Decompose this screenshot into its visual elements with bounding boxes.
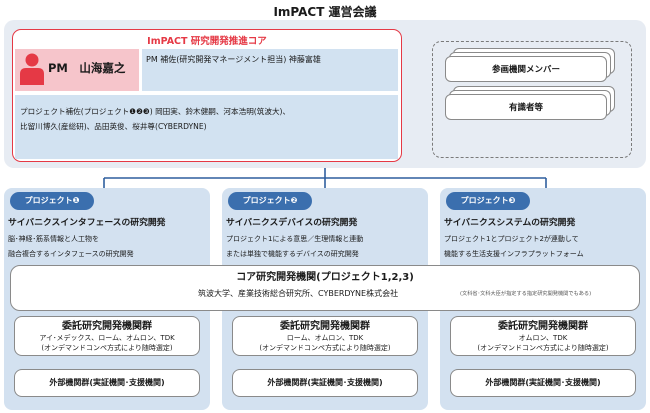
project-assistants-line2: 比留川博久(産総研)、品田英俊、桜井尊(CYBERDYNE) (20, 122, 207, 131)
advisors-group (432, 41, 632, 158)
external-group-1: 外部機関群(実証機関･支援機関) (14, 369, 200, 397)
page-title: ImPACT 運営会議 (273, 5, 377, 19)
commissioned-group-3-title: 委託研究開発機関群 (498, 321, 588, 332)
project-1-tab: プロジェクト❶ (10, 192, 94, 210)
project-3-title: サイバニクスシステムの研究開発 (444, 218, 576, 228)
commissioned-group-3-members: オムロン、TDK (518, 334, 568, 342)
project-assistants-text: プロジェクト補佐(プロジェクト❶❷❸) 岡田実、鈴木健嗣、河本浩明(筑波大)、 … (20, 104, 395, 134)
core-institution-box (10, 265, 640, 311)
pm-assistant-text: PM 補佐(研究開発マネージメント担当) 神藤富雄 (146, 55, 321, 64)
project-1-title: サイバニクスインタフェースの研究開発 (8, 218, 166, 228)
project-assistants-line1: プロジェクト補佐(プロジェクト❶❷❸) 岡田実、鈴木健嗣、河本浩明(筑波大)、 (20, 107, 291, 116)
commissioned-group-3-note: (オンデマンドコンペ方式により随時選定) (477, 344, 609, 352)
experts-box: 有識者等 (445, 94, 607, 120)
commissioned-group-1: 委託研究開発機関群 アイ･メデックス、ローム、オムロン、TDK (オンデマンドコ… (14, 316, 200, 356)
person-icon (20, 53, 44, 85)
pm-name: PM 山海嘉之 (48, 61, 126, 75)
commissioned-group-2-title: 委託研究開発機関群 (280, 321, 370, 332)
rd-promotion-core-title: ImPACT 研究開発推進コア (147, 36, 267, 47)
project-3-tab: プロジェクト❸ (446, 192, 530, 210)
external-group-2: 外部機関群(実証機関･支援機関) (232, 369, 418, 397)
participating-members-box: 参画機関メンバー (445, 56, 607, 82)
core-institution-members: 筑波大学、産業技術総合研究所、CYBERDYNE株式会社 (198, 289, 399, 298)
project-assistants-box (15, 95, 398, 159)
project-2-title: サイバニクスデバイスの研究開発 (226, 218, 358, 228)
commissioned-group-2: 委託研究開発機関群 ローム、オムロン、TDK (オンデマンドコンペ方式により随時… (232, 316, 418, 356)
commissioned-group-2-note: (オンデマンドコンペ方式により随時選定) (259, 344, 391, 352)
project-1-desc-line1: 脳･神経･筋系情報と人工物を (8, 235, 99, 243)
core-institution-note: (文科省･文科大臣が指定する指定研究開発機関でもある) (460, 291, 592, 297)
project-1-desc-line2: 融合複合するインタフェースの研究開発 (8, 250, 134, 258)
pm-assistant-box (142, 49, 398, 91)
project-2-desc-line2: または単独で機能するデバイスの研究開発 (226, 250, 359, 258)
commissioned-group-3: 委託研究開発機関群 オムロン、TDK (オンデマンドコンペ方式により随時選定) (450, 316, 636, 356)
project-3-desc-line2: 機能する生活支援インフラプラットフォーム (444, 250, 584, 258)
external-group-3: 外部機関群(実証機関･支援機関) (450, 369, 636, 397)
commissioned-group-2-members: ローム、オムロン、TDK (286, 334, 364, 342)
project-2-desc-line1: プロジェクト1による意思／生理情報と連動 (226, 235, 364, 243)
commissioned-group-1-title: 委託研究開発機関群 (62, 321, 152, 332)
commissioned-group-1-members: アイ･メデックス、ローム、オムロン、TDK (39, 334, 175, 342)
commissioned-group-1-note: (オンデマンドコンペ方式により随時選定) (41, 344, 173, 352)
project-2-tab: プロジェクト❷ (228, 192, 312, 210)
project-3-desc-line1: プロジェクト1とプロジェクト2が連動して (444, 235, 579, 243)
core-institution-title: コア研究開発機関(プロジェクト1,2,3) (236, 272, 414, 283)
